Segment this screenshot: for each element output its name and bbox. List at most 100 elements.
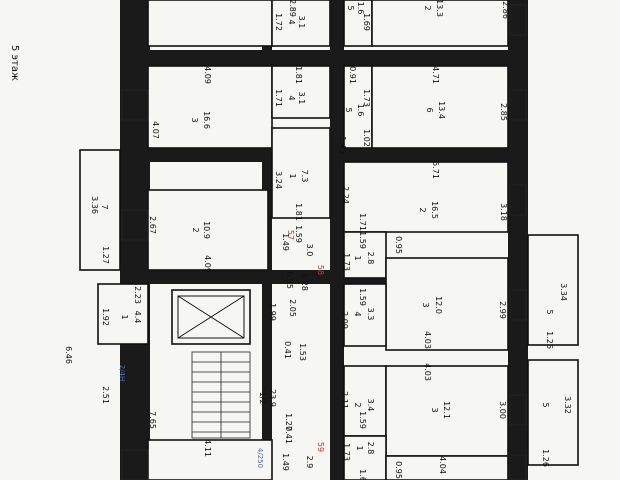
loggia-5-b [527, 359, 579, 466]
wall-band-1 [120, 50, 520, 66]
flat-labels: 2/4Н 4/250 [118, 365, 264, 468]
dimension-label: 4.09 [203, 255, 212, 273]
dimension-label: 3.32 [563, 396, 572, 414]
dimension-label: 1.49 [281, 453, 290, 471]
dimension-label: 2 [418, 207, 427, 212]
room-3-12-0 [385, 257, 509, 351]
dimension-label: 1 [355, 445, 364, 450]
room-4-3-1 [271, 65, 331, 119]
dimension-label: 13.4 [437, 101, 446, 119]
flat-id-label: 4/250 [256, 448, 264, 468]
dimension-label: 0.55 [285, 271, 294, 289]
room-4-3-3 [343, 283, 387, 347]
dimension-label: 5 [541, 402, 550, 407]
dimension-label: 2.23 [133, 286, 142, 304]
dimension-label: 12.0 [434, 296, 443, 314]
room-1-2-8 [343, 231, 387, 279]
dimension-label: 2 [423, 5, 432, 10]
dimension-label: 1.73 [362, 89, 371, 107]
dimension-label: 1.73 [342, 443, 351, 461]
dimension-label: 3 [421, 302, 430, 307]
dimension-label: 1.73 [342, 253, 351, 271]
dimension-label: 0.41 [284, 426, 293, 444]
dimension-label: 5 [545, 309, 554, 314]
dimension-label: 1.81 [294, 66, 303, 84]
dimension-label: 4.09 [203, 66, 212, 84]
east-wall [508, 0, 528, 480]
dimension-label: 4.04 [438, 456, 447, 474]
dimension-label: 2.24 [341, 186, 350, 204]
dimension-label: 2.8 [366, 252, 375, 265]
dimension-label: 1.59 [358, 231, 367, 249]
room-2-10-9 [147, 189, 269, 271]
rooms [79, 0, 579, 480]
dimension-label: 5 [344, 107, 353, 112]
dimension-label: 4.4 [133, 311, 142, 324]
dimension-label: 4.03 [423, 363, 432, 381]
dimension-label: 2.09 [340, 311, 349, 329]
dimension-label: 1.45 [338, 136, 347, 154]
flat-number-label: 57 [286, 230, 295, 240]
dimension-label: 1.59 [358, 288, 367, 306]
balcony-7 [79, 149, 121, 271]
dimension-label: 16.6 [202, 111, 211, 129]
room-top-left [147, 0, 273, 47]
room-3-12-1 [385, 365, 509, 457]
floor-label: 5 этаж [9, 45, 20, 81]
dimension-label: 3.1 [297, 16, 306, 29]
room-top-4 [271, 0, 331, 47]
room-top-2 [371, 0, 509, 47]
loggia-5-a [527, 234, 579, 346]
dimension-label: 2.51 [101, 386, 110, 404]
dimension-label: 1.26 [541, 449, 550, 467]
dimension-label: 4 [287, 95, 296, 100]
dimension-label: 3.3 [366, 308, 375, 321]
dimension-label: 2.05 [288, 299, 297, 317]
dimension-label: 3.1 [297, 92, 306, 105]
dimension-label: 1.28 [300, 273, 309, 291]
dimension-label: 1 [353, 255, 362, 260]
dimension-label: 3 [190, 117, 199, 122]
dimension-label: 1.26 [545, 331, 554, 349]
dimension-label: 2.8 [366, 442, 375, 455]
dimension-label: 2.9 [305, 456, 314, 469]
dimension-label: 2.67 [148, 216, 157, 234]
dimension-label: 3.24 [274, 171, 283, 189]
dimension-label: 1.53 [298, 343, 307, 361]
dimension-label: 4.07 [151, 121, 160, 139]
dimension-label: 7.3 [300, 170, 309, 183]
dimension-label: 12.1 [442, 401, 451, 419]
room-1-7-3 [271, 127, 331, 219]
corridor-wall-east [330, 0, 344, 480]
dimension-label: 2 [191, 227, 200, 232]
dimension-label: 1.02 [362, 129, 371, 147]
dimension-label: 3.00 [498, 401, 507, 419]
dimension-label: 2.11 [340, 391, 349, 409]
room-bottom-right [385, 455, 509, 480]
dimension-label: 0.95 [394, 461, 403, 479]
dimension-label: 1.81 [294, 203, 303, 221]
dimension-label: 2.86 [501, 1, 510, 19]
room-6-13-4 [371, 65, 509, 149]
dimension-label: 13.3 [435, 0, 444, 17]
dimension-label: 16.5 [430, 201, 439, 219]
dimension-label: 4 [287, 19, 296, 24]
dimension-label: 1.69 [362, 13, 371, 31]
dimension-label: 3 [430, 407, 439, 412]
dimension-label: 3.0 [305, 244, 314, 257]
flat-id-label: 2/4Н [118, 365, 126, 382]
room-5-1-6 [343, 65, 373, 149]
dimension-label: 4.03 [423, 331, 432, 349]
dimension-label: 1.6 [356, 2, 365, 15]
windows [121, 4, 527, 480]
flat-number-label: 58 [316, 265, 325, 275]
dimension-label: 5 [346, 5, 355, 10]
room-2-16-5 [343, 161, 509, 233]
dimension-label: 1.71 [358, 213, 367, 231]
dimension-label: 1.71 [274, 89, 283, 107]
dimension-label: 0.41 [283, 341, 292, 359]
dimension-label: 6.46 [64, 346, 73, 364]
room-bottom-left [147, 439, 273, 480]
dimension-label: 2.85 [499, 103, 508, 121]
